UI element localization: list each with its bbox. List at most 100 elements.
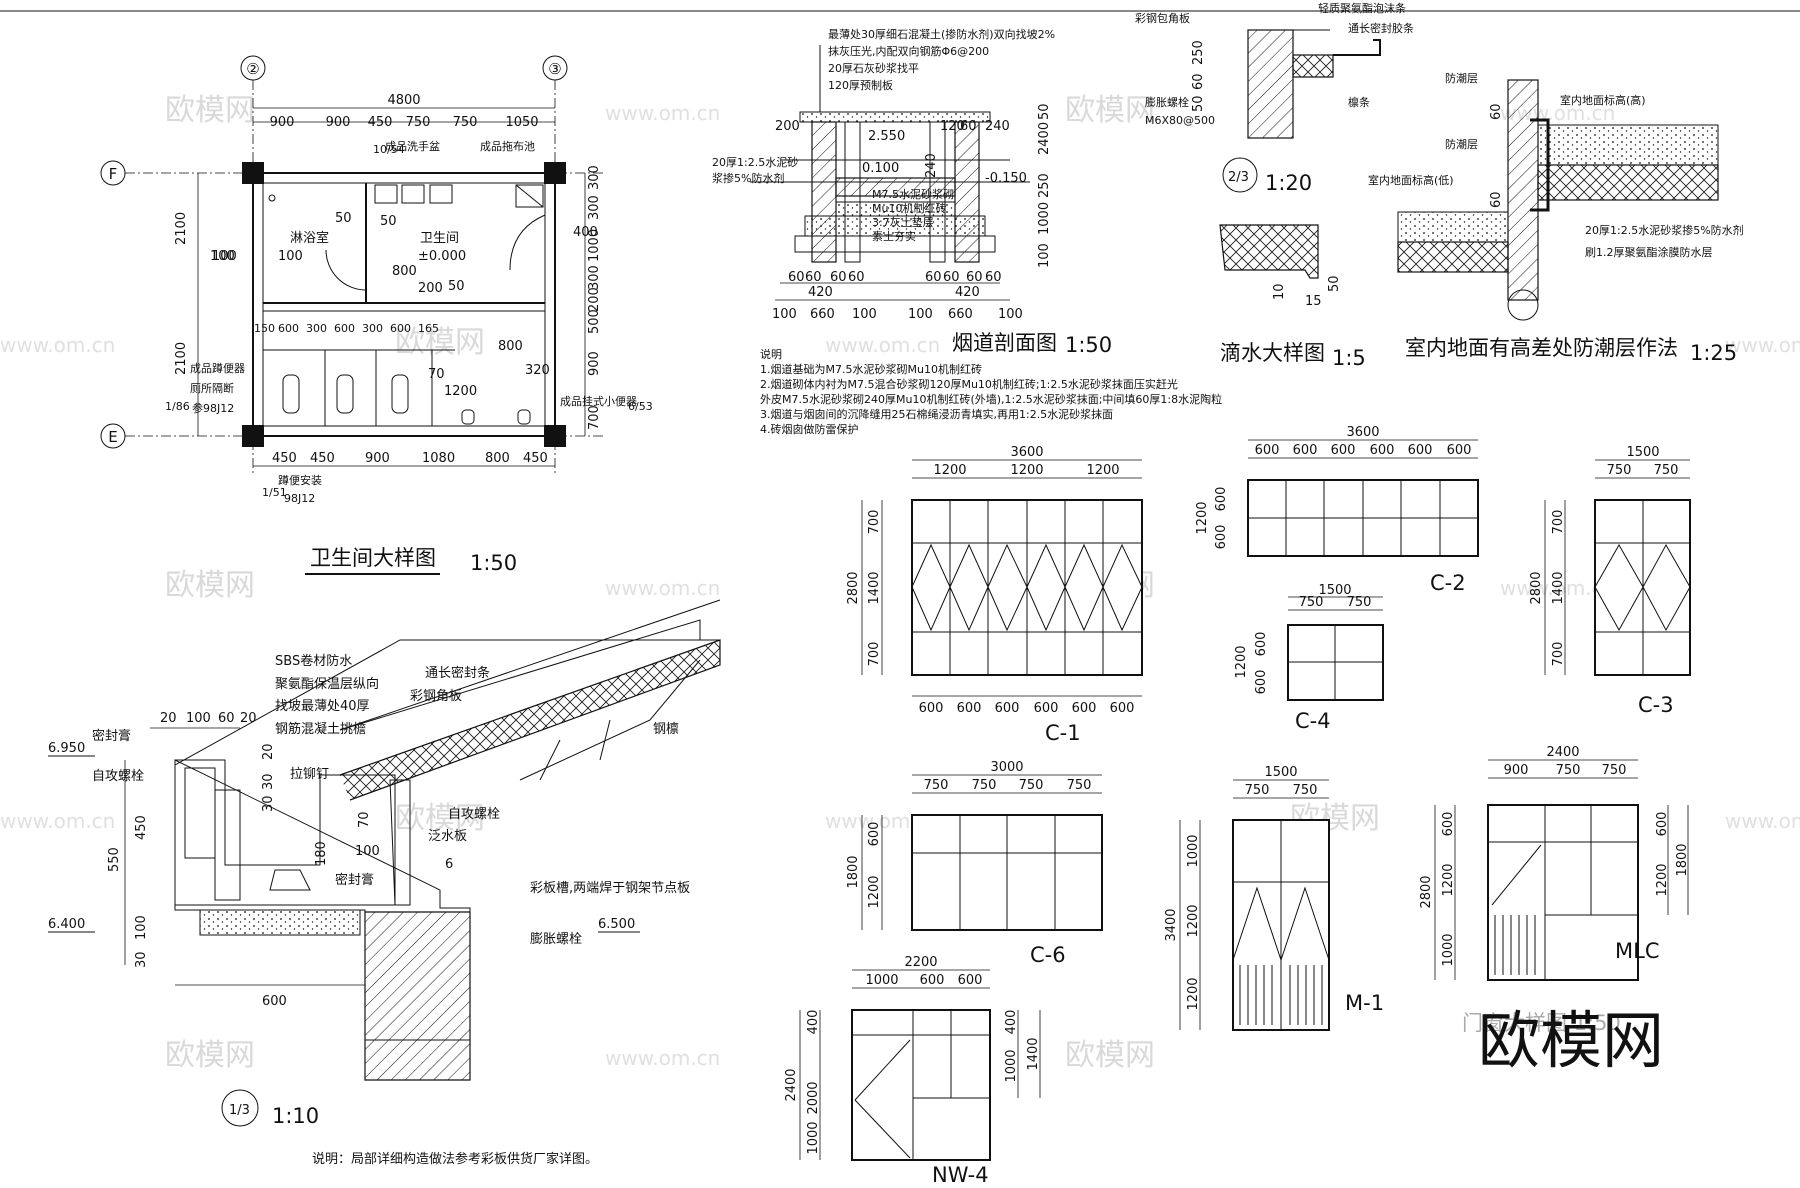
eave-label: 聚氨酯保温层纵向 (275, 676, 379, 692)
drip-label: 彩钢包角板 (1135, 11, 1190, 25)
damp-label: 20厚1:2.5水泥砂浆掺5%防水剂 (1585, 223, 1744, 237)
win-dim: 700 (867, 510, 882, 535)
drip-detail: 彩钢包角板 轻质聚氨酯泡沫条 通长密封胶条 膨胀螺栓 M6X80@500 檩条 … (1135, 1, 1414, 370)
damp-proof-detail: 防潮层 防潮层 室内地面标高(高) 室内地面标高(低) 20厚1:2.5水泥砂浆… (1368, 71, 1744, 365)
dim-right: 700 (587, 405, 602, 430)
dim-fixture: 600 (278, 322, 299, 335)
dim-misc: 50 (448, 279, 465, 294)
dim-top: 1050 (505, 115, 538, 130)
window-code: C-2 (1430, 571, 1466, 595)
axis-label-3: ③ (548, 60, 561, 78)
ref-partition: 参98J12 (192, 401, 234, 415)
eave-label: 通长密封条 (425, 665, 490, 681)
eave-label: SBS卷材防水 (275, 653, 352, 669)
win-dim: 2000 (806, 1081, 821, 1114)
watermark-text: 欧模网 (395, 325, 485, 360)
dim-fixture: 300 (362, 322, 383, 335)
chimney-dim: 420 (955, 285, 980, 300)
dim-misc: 320 (525, 363, 550, 378)
dim-left: 2100 (174, 212, 189, 245)
room-shower: 淋浴室 (290, 230, 329, 246)
eave-label: 钢筋混凝土挑檐 (275, 721, 366, 737)
chimney-dim-bottom: 660 (948, 307, 973, 322)
label-squat: 成品蹲便器 (190, 361, 245, 375)
eave-dim: 100 (186, 711, 211, 726)
dim-left: 100 (210, 249, 235, 264)
win-dim: 2400 (1546, 745, 1579, 760)
win-dim: 3000 (990, 760, 1023, 775)
dim-total: 4800 (387, 93, 420, 108)
window-code: C-4 (1295, 709, 1331, 733)
win-dim: 600 (1214, 525, 1229, 550)
win-dim: 600 (1447, 443, 1472, 458)
watermark-url: www.om.cn (1725, 333, 1800, 357)
watermark-text: 欧模网 (1065, 1038, 1155, 1073)
win-dim: 600 (1214, 487, 1229, 512)
chimney-dim-bottom: 100 (908, 307, 933, 322)
chimney-dim: 50 (1037, 103, 1052, 120)
window-c1: 3600 1200 1200 1200 600 600 600 600 600 … (846, 445, 1143, 745)
chimney-dim-bottom: 660 (810, 307, 835, 322)
chimney-dim: 200 (775, 119, 800, 134)
win-dim: 1200 (1010, 463, 1043, 478)
drip-label: 膨胀螺栓 (1145, 95, 1189, 109)
win-dim: 3400 (1164, 908, 1179, 941)
win-dim: 600 (867, 822, 882, 847)
dim-right: 500 (587, 309, 602, 334)
dim-bottom: 450 (272, 451, 297, 466)
watermark-text: 欧模网 (165, 1038, 255, 1073)
chimney-label: M7.5水泥砂浆砌 (872, 187, 954, 201)
chimney-dim: 420 (808, 285, 833, 300)
watermark-text: 欧模网 (165, 93, 255, 128)
basin (429, 184, 453, 204)
win-dim: 600 (920, 973, 945, 988)
chimney-dim: 240 (924, 153, 939, 178)
toilet-plan: ② ③ F E 4800 900 900 450 750 750 1050 淋浴… (100, 55, 653, 575)
drawing-title: 滴水大样图 (1220, 341, 1325, 365)
drawing-scale: 1:50 (470, 551, 517, 575)
drip-label: 轻质聚氨酯泡沫条 (1318, 1, 1406, 15)
damp-label: 刷1.2厚聚氨酯涂膜防水层 (1585, 245, 1713, 259)
win-dim: 2800 (1419, 875, 1434, 908)
chimney-level: 2.550 (868, 129, 905, 144)
window-mlc: 2400 900 750 750 2800 600 1200 1000 600 … (1419, 745, 1690, 981)
win-dim: 1200 (1186, 904, 1201, 937)
window-code: MLC (1615, 939, 1659, 963)
win-dim: 600 (1072, 701, 1097, 716)
chimney-spec: 外皮M7.5水泥砂浆砌240厚Mu10机制红砖(外墙),1:2.5水泥砂浆抹面;… (760, 392, 1222, 406)
eave-label: 彩钢角板 (410, 689, 462, 704)
win-dim: 1000 (1186, 834, 1201, 867)
eave-dim: 550 (107, 847, 122, 872)
window-nw4: 2200 1000 600 600 2400 400 2000 400 1000… (784, 955, 1041, 1187)
win-dim: 1400 (1026, 1037, 1041, 1070)
dim-right: 300 (587, 165, 602, 190)
window-c6: 3000 750 750 750 750 1800 600 1200 C-6 (846, 760, 1103, 967)
urinal (461, 409, 475, 425)
dim-fixture: 300 (306, 322, 327, 335)
eave-dim: 20 (240, 711, 257, 726)
drip-label: 通长密封胶条 (1348, 21, 1414, 35)
win-dim: 750 (1299, 595, 1324, 610)
chimney-spec: 4.砖烟囱做防雷保护 (760, 422, 859, 436)
win-dim: 2200 (904, 955, 937, 970)
watermark-url: www.om.cn (605, 101, 720, 125)
label-partition: 厕所隔断 (190, 381, 234, 395)
chimney-dim: 100 (1037, 243, 1052, 268)
window-code: C-3 (1638, 693, 1674, 717)
eave-dim: 70 (357, 811, 372, 828)
chimney-note-left: 浆掺5%防水剂 (712, 171, 784, 185)
win-dim: 750 (1067, 778, 1092, 793)
label-basin: 成品洗手盆 (385, 139, 440, 153)
dim-misc: 50 (335, 211, 352, 226)
mop-sink (515, 184, 544, 208)
win-dim: 600 (995, 701, 1020, 716)
dim-misc: 800 (498, 339, 523, 354)
win-dim: 1200 (1655, 863, 1670, 896)
axis-label-f: F (109, 165, 118, 183)
win-dim: 600 (1254, 670, 1269, 695)
win-dim: 600 (1370, 443, 1395, 458)
eave-dim: 100 (134, 915, 149, 940)
window-schedule: 3600 1200 1200 1200 600 600 600 600 600 … (784, 425, 1691, 1187)
dim-fixture: 600 (390, 322, 411, 335)
dim-fixture: 150 (254, 322, 275, 335)
